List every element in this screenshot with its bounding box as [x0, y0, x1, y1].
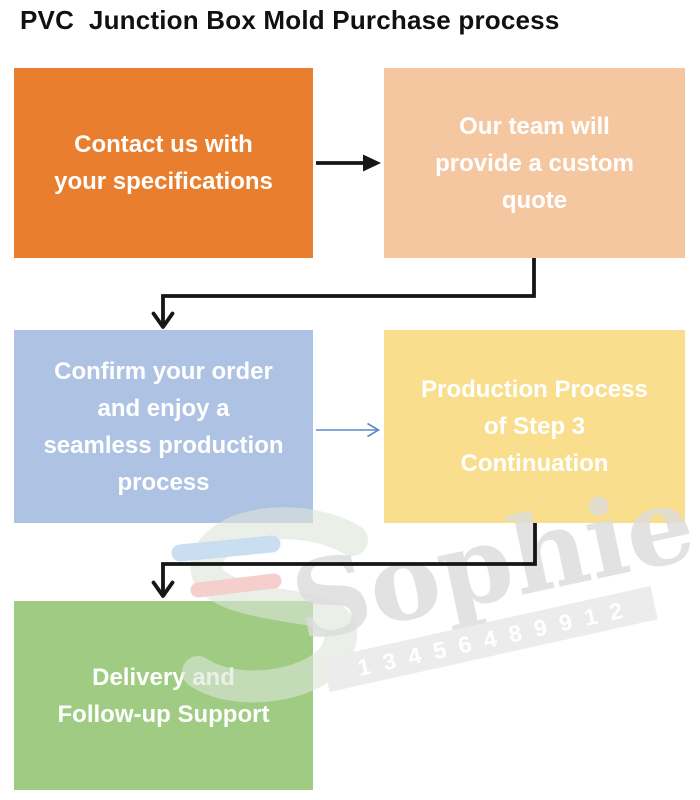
- arrow-step2-to-step3-elbow: [161, 258, 536, 325]
- arrow-step3-to-step4-head: [367, 422, 381, 438]
- step-label-contact-us: Contact us with your specifications: [54, 131, 273, 195]
- blue-arrow-group: [316, 422, 381, 438]
- step-label-production-process: Production Process of Step 3 Continuatio…: [421, 376, 648, 477]
- step-box-delivery-support: Delivery and Follow-up Support: [14, 601, 313, 790]
- arrow-step1-to-step2-head: [363, 154, 381, 172]
- sophie-logo-blue-bar-icon: [171, 535, 281, 562]
- step-box-custom-quote: Our team will provide a custom quote: [384, 68, 685, 258]
- arrow-step2-to-step3-head: [151, 311, 175, 329]
- watermark-phone-number: 13456489912: [354, 593, 638, 681]
- step-label-custom-quote: Our team will provide a custom quote: [435, 112, 634, 214]
- step-label-delivery-support: Delivery and Follow-up Support: [57, 663, 270, 728]
- arrow-step4-to-step5-head: [151, 580, 175, 598]
- step-box-confirm-order: Confirm your order and enjoy a seamless …: [14, 330, 313, 523]
- step-box-contact-us: Contact us with your specifications: [14, 68, 313, 258]
- arrow-step4-to-step5-elbow: [161, 523, 537, 594]
- watermark-phone-strip: 13456489912: [322, 586, 658, 692]
- page-title: PVC Junction Box Mold Purchase process: [20, 5, 560, 35]
- step-box-production-process: Production Process of Step 3 Continuatio…: [384, 330, 685, 523]
- sophie-logo-red-bar-icon: [190, 573, 282, 598]
- step-label-confirm-order: Confirm your order and enjoy a seamless …: [43, 357, 284, 496]
